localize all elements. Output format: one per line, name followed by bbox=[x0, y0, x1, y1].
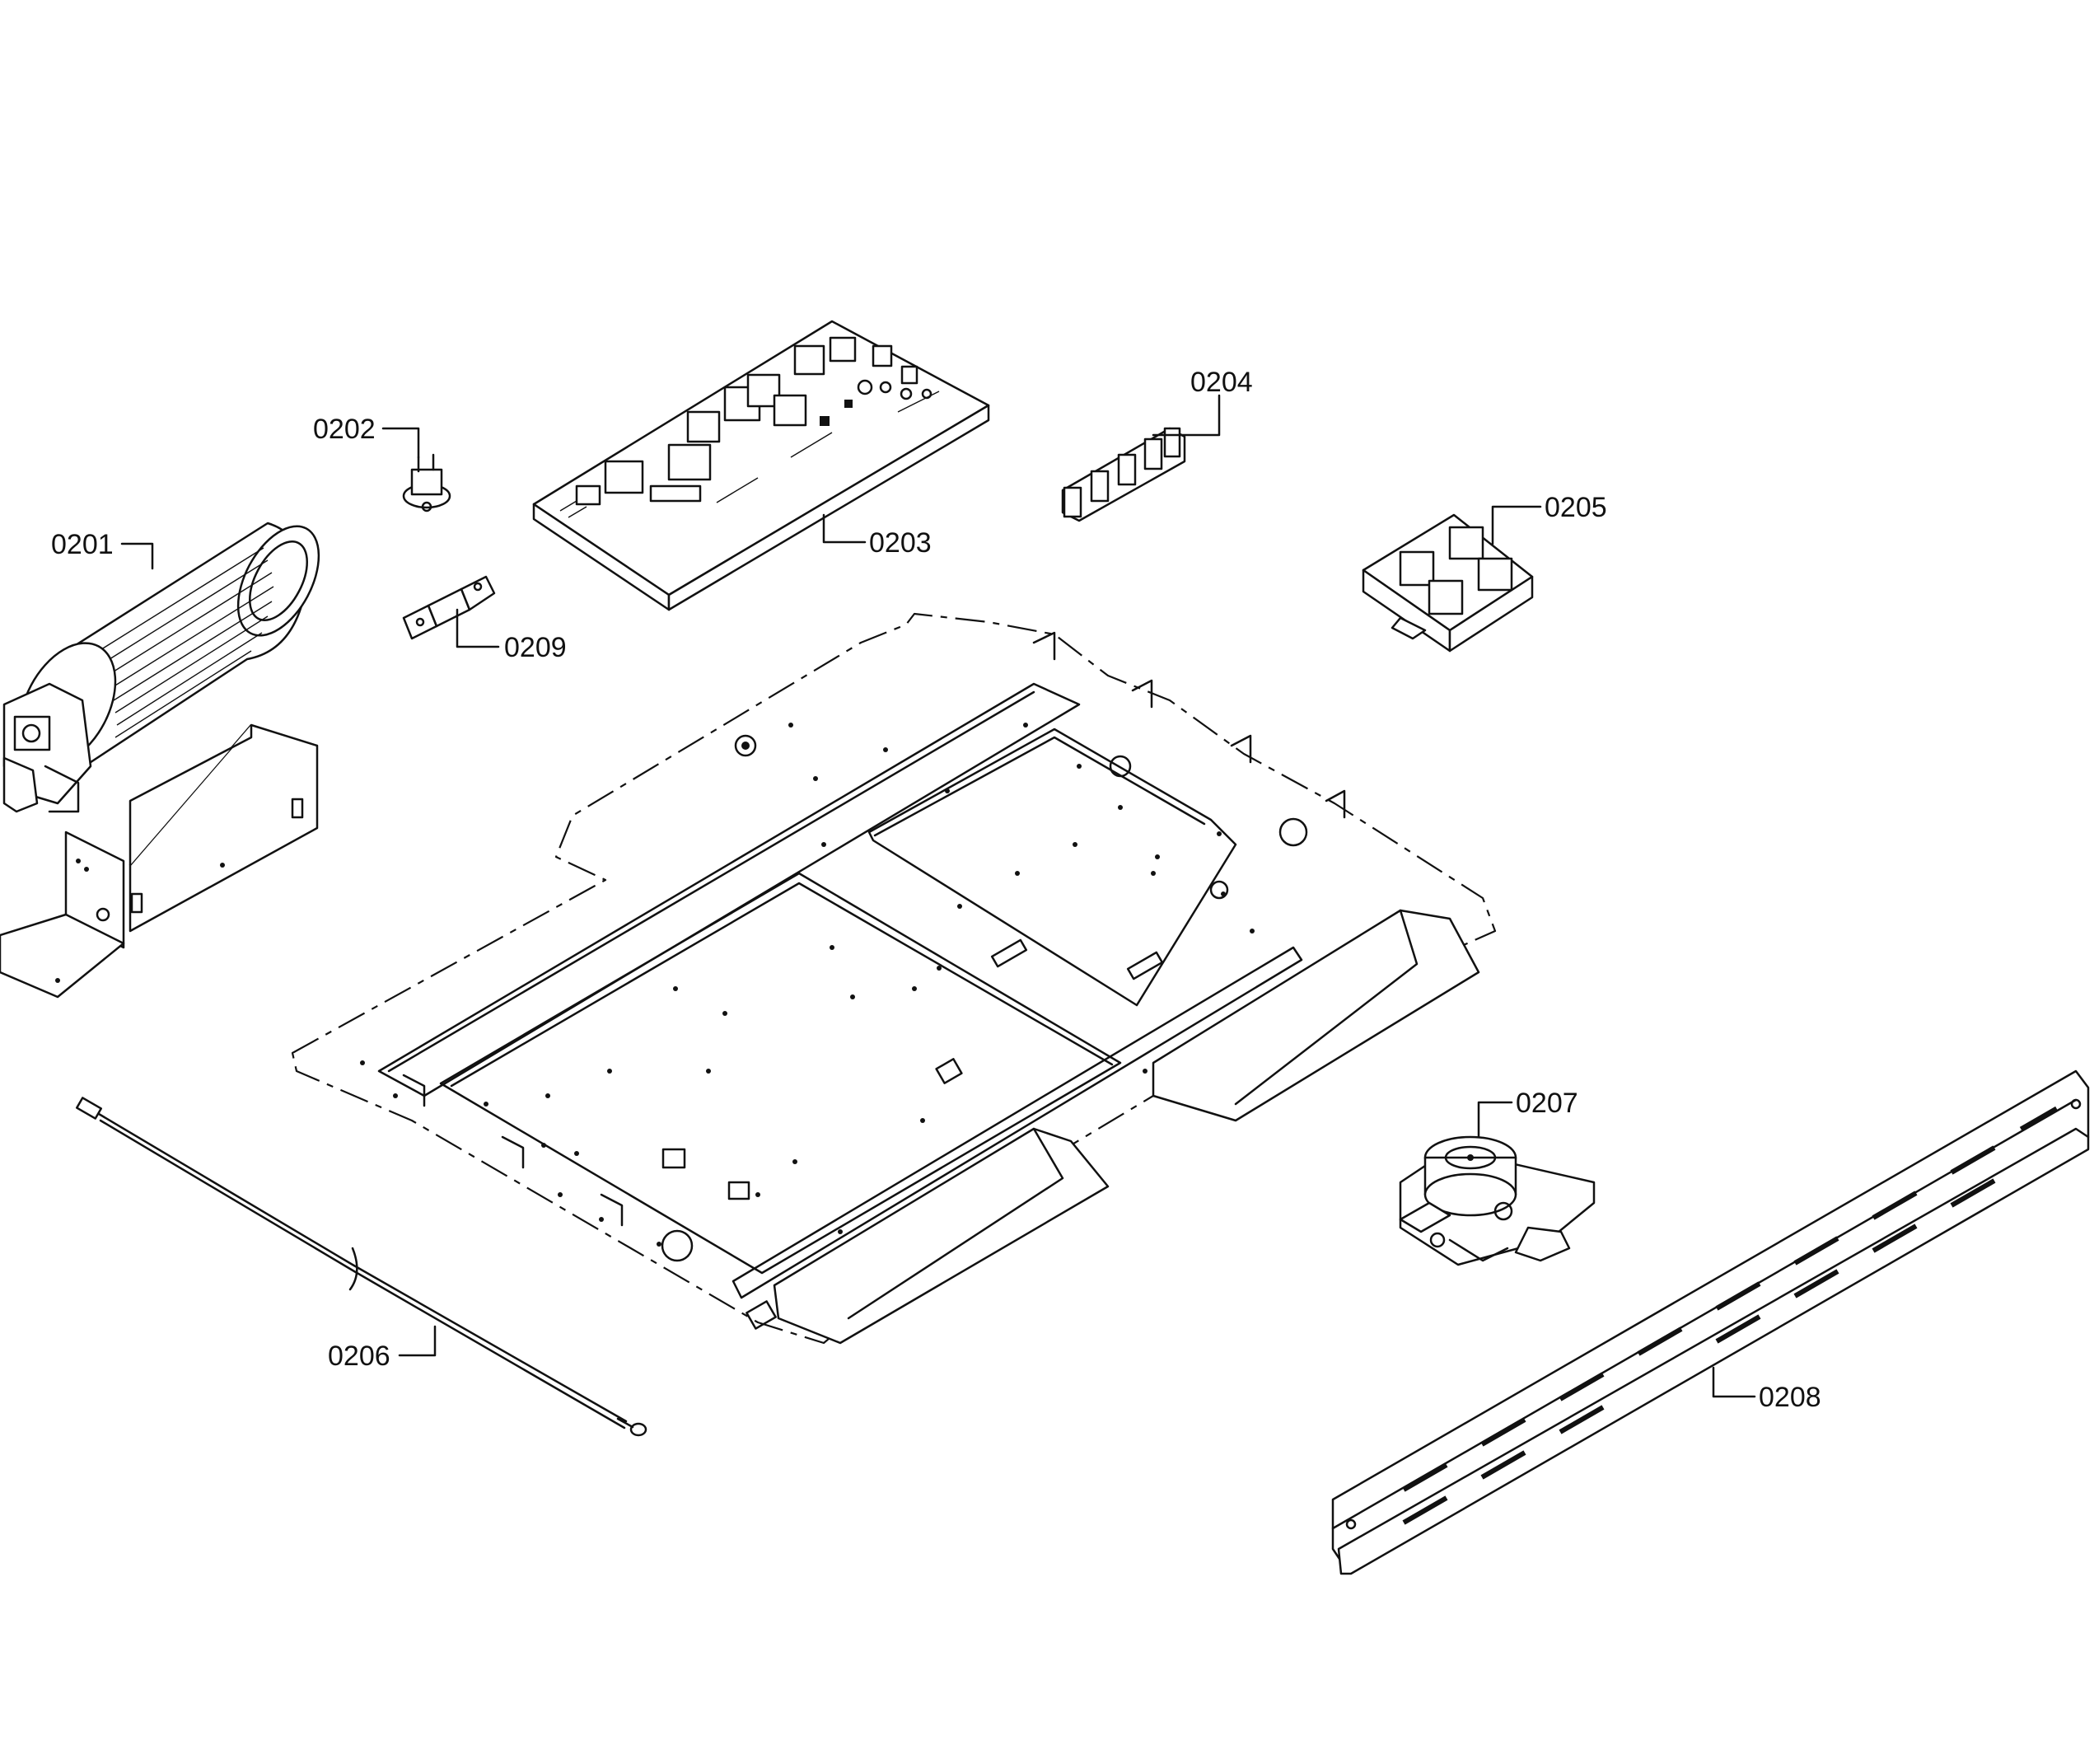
sensor-wire-part bbox=[75, 1097, 647, 1437]
leader-0206 bbox=[398, 1325, 437, 1357]
leader-0209 bbox=[456, 608, 500, 648]
label-0202: 0202 bbox=[313, 414, 376, 445]
label-0207: 0207 bbox=[1516, 1088, 1578, 1119]
leader-0207 bbox=[1477, 1101, 1513, 1139]
leader-0204 bbox=[1152, 394, 1221, 437]
bracket-part bbox=[402, 575, 496, 640]
main-plate-part bbox=[291, 612, 1497, 1345]
label-0209: 0209 bbox=[504, 632, 567, 663]
connector-block-part bbox=[1061, 427, 1186, 522]
leader-0201 bbox=[120, 542, 154, 570]
label-0208: 0208 bbox=[1759, 1382, 1821, 1413]
label-0205: 0205 bbox=[1545, 492, 1607, 523]
thermostat-part bbox=[402, 453, 451, 512]
door-lock-part bbox=[1399, 1135, 1596, 1266]
label-0201: 0201 bbox=[51, 529, 114, 560]
vent-trim-part bbox=[1331, 1069, 2090, 1575]
leader-0208 bbox=[1712, 1366, 1756, 1398]
leader-0203 bbox=[822, 513, 867, 544]
fan-bracket-part bbox=[0, 723, 319, 999]
leader-0202 bbox=[381, 427, 420, 459]
label-0206: 0206 bbox=[328, 1341, 390, 1372]
terminal-block-part bbox=[1362, 513, 1534, 653]
leader-0205 bbox=[1491, 505, 1542, 545]
label-0204: 0204 bbox=[1190, 367, 1253, 398]
label-0203: 0203 bbox=[869, 527, 932, 559]
control-board-part bbox=[532, 320, 990, 611]
fan-motor-part bbox=[2, 522, 320, 813]
